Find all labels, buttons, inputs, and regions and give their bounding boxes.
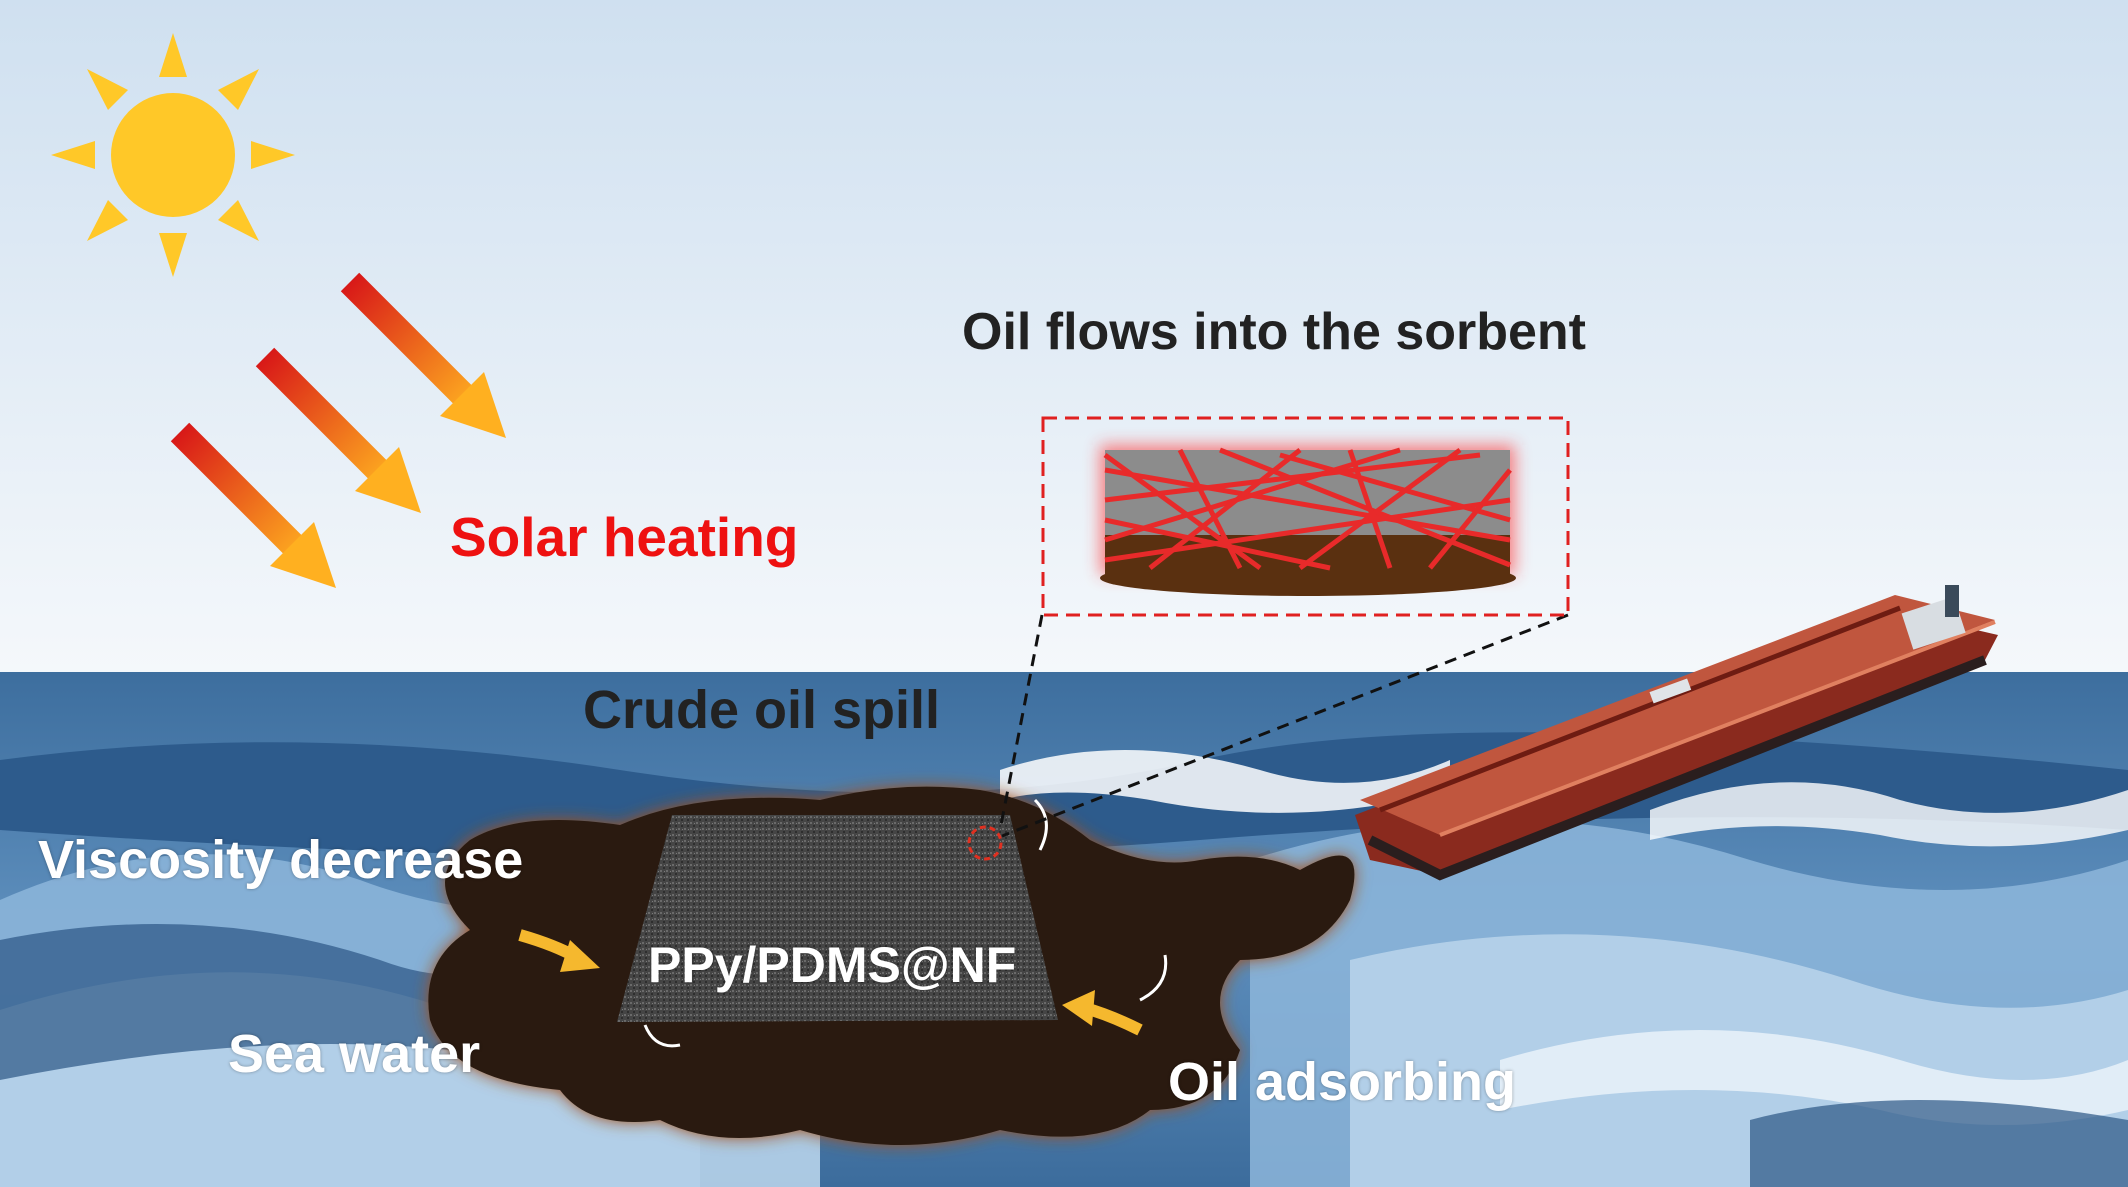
oil-flows-label: Oil flows into the sorbent — [962, 303, 1586, 361]
flow-arc-3 — [643, 1024, 681, 1048]
crude-oil-spill-label: Crude oil spill — [583, 680, 941, 740]
adsorbing-flow-arrow — [1062, 990, 1143, 1036]
flow-arc-1 — [1033, 798, 1048, 851]
solar-ray-arrow-2 — [255, 347, 421, 513]
viscosity-decrease-label: Viscosity decrease — [38, 830, 524, 890]
oil-adsorbing-label: Oil adsorbing — [1168, 1052, 1517, 1112]
sorbent-sheet — [617, 815, 1058, 1022]
wave-foam-3 — [1500, 1030, 2128, 1125]
solar-ray-arrow-3 — [340, 272, 506, 438]
sorbent-name-label: PPy/PDMS@NF — [648, 937, 1017, 993]
zoom-line-left — [998, 614, 1044, 831]
tanker-ship — [1355, 585, 1998, 881]
sea-water-label: Sea water — [228, 1024, 481, 1084]
inset-box — [1041, 416, 1570, 617]
solar-heating-label: Solar heating — [450, 506, 799, 568]
flow-arc-2 — [1139, 954, 1168, 1002]
inset-sorbent-detail — [1100, 445, 1516, 596]
zoom-line-right — [1001, 613, 1569, 838]
viscosity-flow-arrow — [518, 929, 600, 972]
wave-dark-2 — [1750, 1100, 2128, 1187]
zoom-circle — [967, 825, 1003, 861]
sun-icon — [51, 33, 295, 277]
sky — [0, 0, 2128, 680]
wave-dark-1 — [0, 924, 520, 1080]
solar-ray-arrow-1 — [170, 422, 336, 588]
wave-foam-2 — [1650, 782, 2128, 847]
wave-foam-1 — [1000, 750, 1450, 813]
